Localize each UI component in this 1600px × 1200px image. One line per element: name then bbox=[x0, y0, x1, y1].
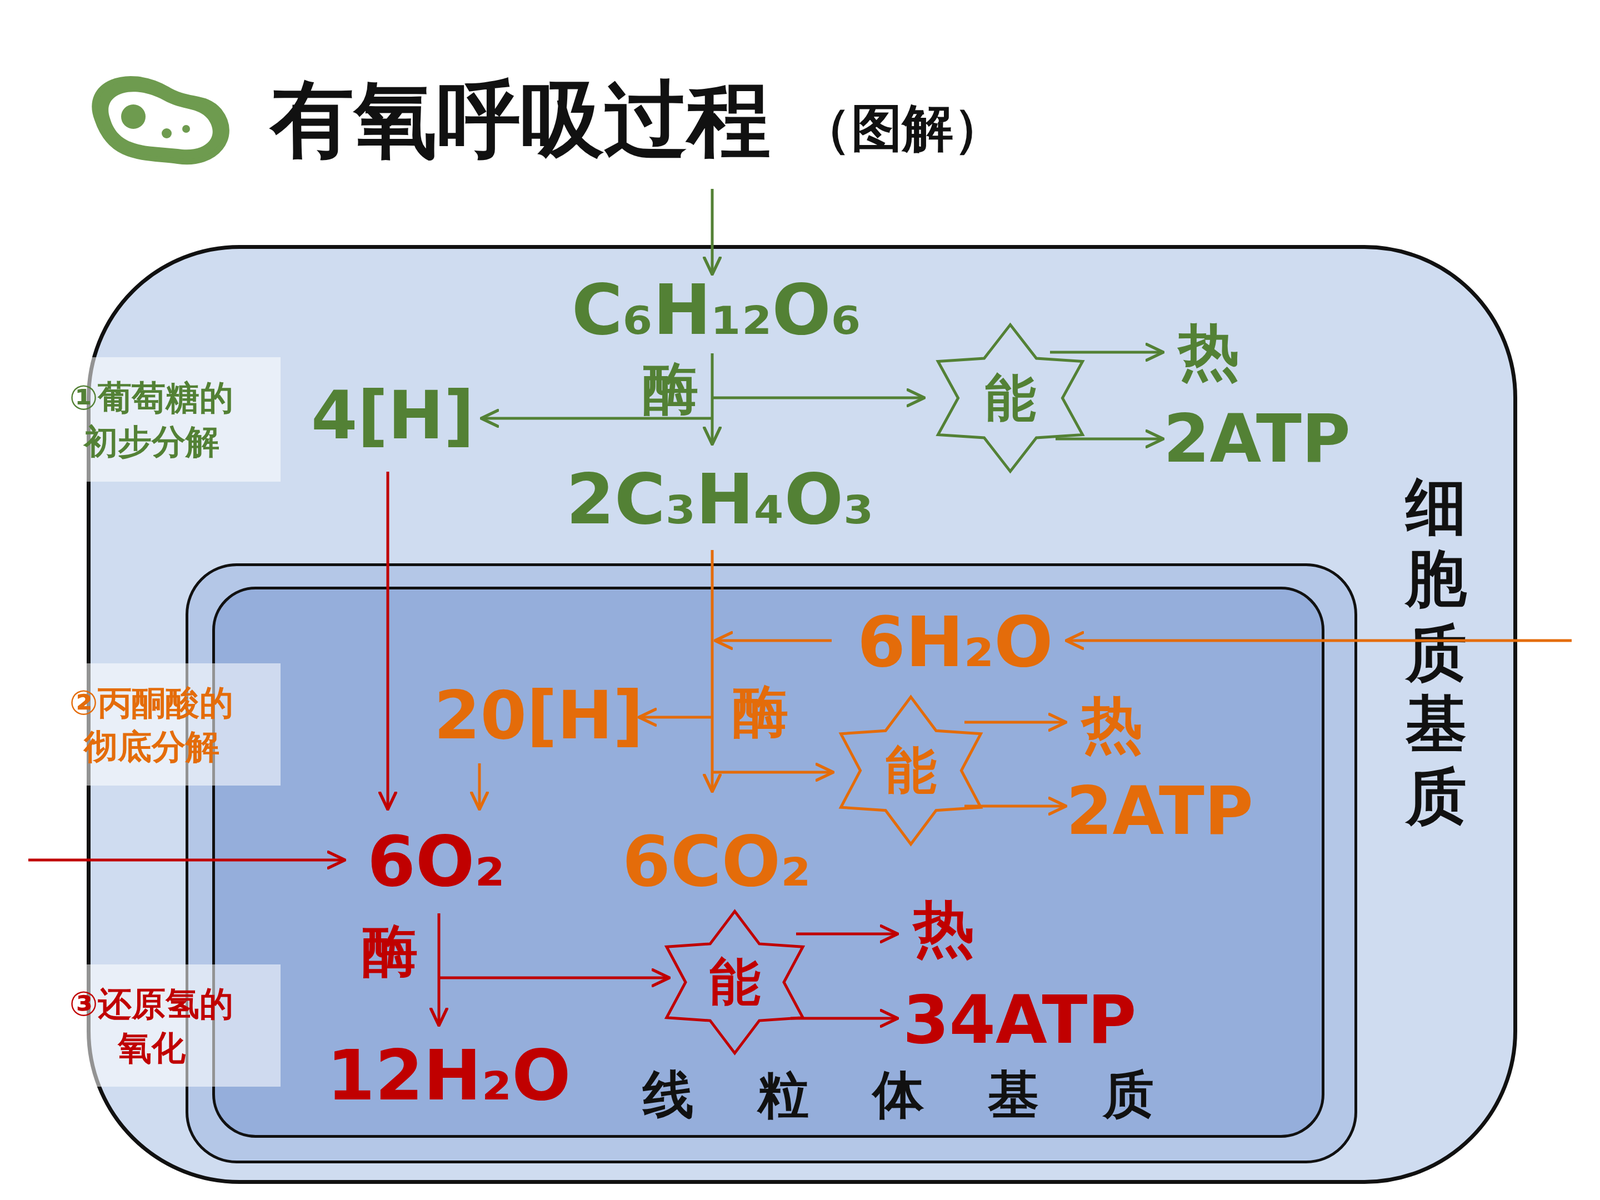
energy-star: 能 bbox=[826, 693, 995, 848]
arrow bbox=[638, 716, 713, 719]
arrow bbox=[796, 932, 898, 936]
enzyme-label: 酶 bbox=[362, 923, 418, 979]
formula: 4[H] bbox=[311, 382, 475, 449]
arrow bbox=[386, 471, 390, 810]
arrow bbox=[964, 721, 1067, 724]
region-label: 细胞质基质 bbox=[1406, 428, 1468, 787]
formula: 2C₃H₄O₃ bbox=[566, 464, 874, 534]
enzyme-label: 酶 bbox=[732, 683, 789, 740]
heat-label: 热 bbox=[1081, 693, 1143, 755]
arrow bbox=[478, 763, 482, 810]
diagram-title: 有氧呼吸过程 bbox=[270, 77, 771, 162]
arrow bbox=[438, 976, 670, 980]
heat-label: 热 bbox=[913, 897, 975, 959]
stage-box: ②丙酮酸的 彻底分解 bbox=[22, 663, 281, 786]
arrow bbox=[1055, 437, 1164, 441]
star-shape bbox=[666, 911, 803, 1053]
formula: C₆H₁₂O₆ bbox=[571, 275, 862, 345]
arrow bbox=[712, 396, 925, 400]
atp-label: 2ATP bbox=[1066, 777, 1254, 845]
orange-arrows bbox=[479, 550, 1572, 810]
energy-star: 能 bbox=[652, 908, 817, 1057]
stage-box: ③还原氢的 氧化 bbox=[22, 964, 281, 1087]
formula: 6H₂O bbox=[857, 607, 1054, 677]
atp-label: 34ATP bbox=[902, 986, 1137, 1054]
arrow bbox=[712, 771, 834, 774]
subtitle: （图解） bbox=[800, 102, 1005, 154]
formula: 12H₂O bbox=[326, 1040, 572, 1110]
stage-label: ③还原氢的 氧化 bbox=[51, 981, 252, 1070]
cell-inner bbox=[108, 91, 213, 150]
green-arrows bbox=[481, 188, 1164, 445]
arrow bbox=[28, 858, 345, 862]
star-shape bbox=[841, 697, 982, 845]
star-shape bbox=[937, 325, 1083, 472]
heat-label: 热 bbox=[1178, 321, 1240, 383]
arrow bbox=[964, 805, 1067, 808]
formula: 20[H] bbox=[433, 682, 644, 749]
energy-label: 能 bbox=[709, 956, 761, 1008]
energy-label: 能 bbox=[985, 372, 1037, 424]
cell-nucleus bbox=[121, 104, 146, 129]
formula: 6O₂ bbox=[367, 826, 505, 897]
cell-dot bbox=[182, 125, 190, 133]
stage-label: ①葡萄糖的 初步分解 bbox=[51, 375, 252, 464]
enzyme-label: 酶 bbox=[642, 361, 699, 417]
energy-label: 能 bbox=[885, 745, 937, 797]
arrow bbox=[711, 550, 714, 792]
arrow bbox=[481, 417, 713, 420]
arrow bbox=[790, 1017, 898, 1020]
arrow bbox=[437, 913, 441, 1026]
arrow bbox=[711, 353, 714, 445]
cytoplasm-box: 细胞质基质能线粒体基质能能 bbox=[86, 245, 1518, 1184]
stage-label: ②丙酮酸的 彻底分解 bbox=[51, 680, 252, 769]
arrow bbox=[711, 188, 714, 275]
region-label: 线粒体基质 bbox=[642, 1069, 1218, 1121]
red-arrows bbox=[28, 471, 898, 1026]
arrow bbox=[715, 639, 832, 643]
energy-star: 能 bbox=[923, 321, 1098, 475]
formula: 6CO₂ bbox=[622, 826, 812, 897]
cell-dot bbox=[161, 128, 172, 139]
atp-label: 2ATP bbox=[1163, 405, 1351, 473]
arrow bbox=[1066, 639, 1572, 643]
arrow bbox=[1050, 351, 1164, 354]
cell-body bbox=[94, 78, 227, 162]
stage-box: ①葡萄糖的 初步分解 bbox=[22, 357, 281, 482]
